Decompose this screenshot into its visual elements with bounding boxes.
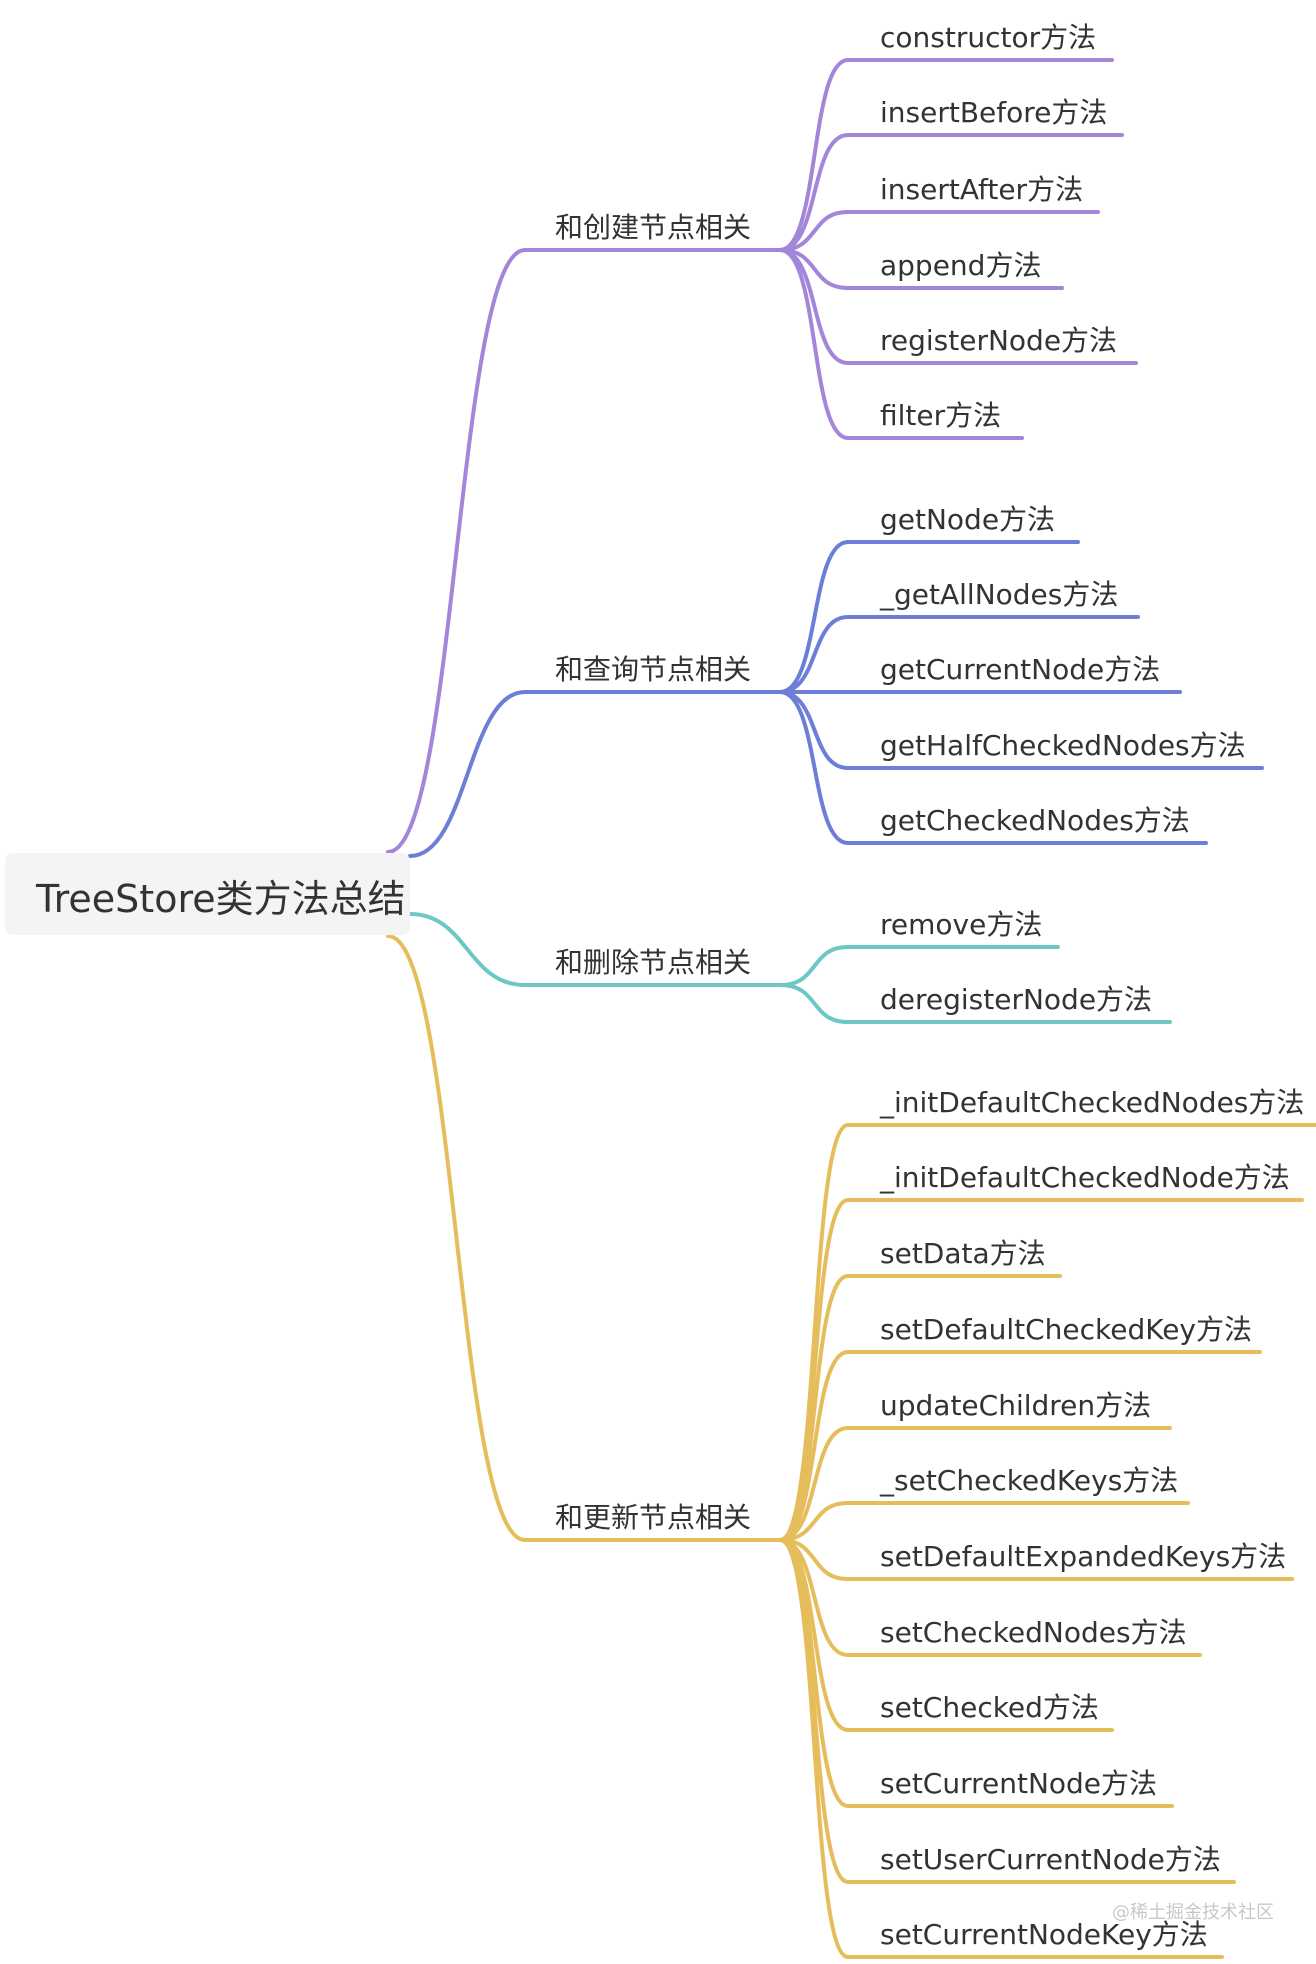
- leaf-label[interactable]: setCurrentNodeKey方法: [880, 1918, 1208, 1951]
- leaf-label[interactable]: append方法: [880, 249, 1042, 282]
- leaf-label[interactable]: setCurrentNode方法: [880, 1767, 1158, 1800]
- branch-label[interactable]: 和查询节点相关: [555, 653, 752, 686]
- leaf-label[interactable]: remove方法: [880, 908, 1043, 941]
- leaf-label[interactable]: insertAfter方法: [880, 173, 1084, 206]
- leaf-label[interactable]: setCheckedNodes方法: [880, 1616, 1187, 1649]
- branch-label[interactable]: 和创建节点相关: [555, 211, 752, 244]
- branch-to-leaf-connector: [778, 248, 1064, 290]
- branch-to-leaf-connector: [778, 248, 1138, 365]
- leaf-label[interactable]: constructor方法: [880, 21, 1097, 54]
- branch-label[interactable]: 和更新节点相关: [555, 1501, 752, 1534]
- leaf-label[interactable]: updateChildren方法: [880, 1389, 1152, 1422]
- leaf-label[interactable]: registerNode方法: [880, 324, 1118, 357]
- branch-to-leaf-connector: [778, 1501, 1190, 1542]
- leaf-label[interactable]: deregisterNode方法: [880, 983, 1153, 1016]
- leaf-label[interactable]: getCheckedNodes方法: [880, 804, 1190, 837]
- branch-to-leaf-connector: [778, 1538, 1224, 1959]
- branch-to-leaf-connector: [778, 1274, 1062, 1542]
- root-to-branch-connector: [386, 248, 527, 854]
- leaf-label[interactable]: insertBefore方法: [880, 96, 1108, 129]
- root-to-branch-connector: [408, 912, 527, 987]
- branch-to-leaf-connector: [778, 945, 1060, 987]
- leaf-label[interactable]: setUserCurrentNode方法: [880, 1843, 1221, 1876]
- root-node[interactable]: [5, 853, 410, 935]
- leaf-label[interactable]: getCurrentNode方法: [880, 653, 1161, 686]
- leaf-label[interactable]: setChecked方法: [880, 1691, 1099, 1724]
- leaf-label[interactable]: _setCheckedKeys方法: [880, 1464, 1179, 1497]
- root-node-label: TreeStore类方法总结: [36, 877, 406, 921]
- leaf-label[interactable]: _initDefaultCheckedNodes方法: [880, 1086, 1305, 1119]
- branch-to-leaf-connector: [778, 210, 1100, 252]
- branch-label[interactable]: 和删除节点相关: [555, 946, 752, 979]
- branch-to-leaf-connector: [778, 1538, 1294, 1581]
- leaf-label[interactable]: setDefaultExpandedKeys方法: [880, 1540, 1287, 1573]
- branch-to-leaf-connector: [778, 690, 1208, 845]
- leaf-label[interactable]: _initDefaultCheckedNode方法: [880, 1161, 1290, 1194]
- branch-to-leaf-connector: [778, 690, 1264, 770]
- branch-to-leaf-connector: [778, 540, 1080, 694]
- branch-to-leaf-connector: [778, 58, 1114, 252]
- leaf-label[interactable]: setDefaultCheckedKey方法: [880, 1313, 1252, 1346]
- leaf-label[interactable]: filter方法: [880, 399, 1002, 432]
- leaf-label[interactable]: getNode方法: [880, 503, 1056, 536]
- watermark: @稀土掘金技术社区: [1112, 1902, 1274, 1923]
- branch-to-leaf-connector: [778, 615, 1140, 694]
- branch-to-leaf-connector: [778, 133, 1124, 252]
- branch-to-leaf-connector: [778, 983, 1172, 1024]
- root-to-branch-connector: [386, 934, 527, 1542]
- leaf-label[interactable]: getHalfCheckedNodes方法: [880, 729, 1246, 762]
- root-to-branch-connector: [408, 690, 527, 858]
- leaf-label[interactable]: setData方法: [880, 1237, 1046, 1270]
- branch-to-leaf-connector: [778, 1426, 1172, 1542]
- branch-to-leaf-connector: [778, 1350, 1262, 1542]
- leaf-label[interactable]: _getAllNodes方法: [880, 578, 1119, 611]
- branch-to-leaf-connector: [778, 248, 1024, 440]
